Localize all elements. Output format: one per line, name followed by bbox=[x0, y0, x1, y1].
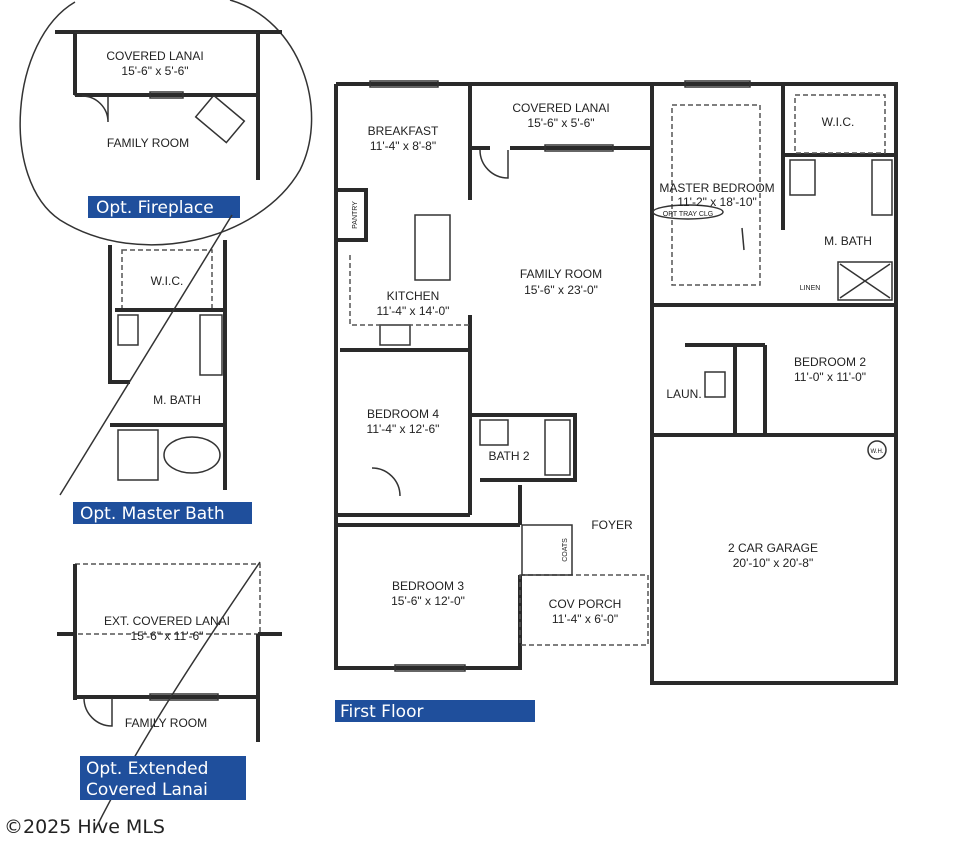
inset-wic-label: W.I.C. bbox=[151, 274, 184, 288]
cov-porch-outline bbox=[519, 574, 649, 646]
room-labels: BREAKFAST 11'-4" x 8'-8" COVERED LANAI 1… bbox=[352, 101, 884, 626]
family-room-label: FAMILY ROOM bbox=[520, 267, 602, 281]
ext-lanai-title-2: Covered Lanai bbox=[86, 780, 208, 800]
master-bath-title: Opt. Master Bath bbox=[80, 504, 225, 524]
cov-porch-dim: 11'-4" x 6'-0" bbox=[552, 612, 618, 626]
watermark: ©2025 Hive MLS bbox=[4, 816, 165, 838]
lanai-label: COVERED LANAI bbox=[512, 101, 609, 115]
coats-label: COATS bbox=[562, 538, 569, 562]
garage-dim: 20'-10" x 20'-8" bbox=[733, 556, 813, 570]
bedroom2-dim: 11'-0" x 11'-0" bbox=[794, 370, 866, 384]
master-bedroom-label: MASTER BEDROOM bbox=[659, 181, 774, 195]
fireplace-inset: COVERED LANAI 15'-6" x 5'-6" FAMILY ROOM… bbox=[19, 0, 313, 246]
family-room-dim: 15'-6" x 23'-0" bbox=[524, 283, 598, 297]
garage-label: 2 CAR GARAGE bbox=[728, 541, 818, 555]
ext-lanai-title-1: Opt. Extended bbox=[86, 759, 208, 779]
first-floor-title: First Floor bbox=[340, 702, 423, 722]
ext-lanai-inset: EXT. COVERED LANAI 15'-6" x 11'-6" FAMIL… bbox=[57, 561, 282, 831]
inset-ext-lanai-label: EXT. COVERED LANAI bbox=[104, 614, 230, 628]
pantry-label: PANTRY bbox=[352, 201, 359, 229]
bedroom4-label: BEDROOM 4 bbox=[367, 407, 439, 421]
fireplace-icon bbox=[194, 94, 246, 144]
water-heater-label: W.H. bbox=[871, 449, 884, 455]
fireplace-title: Opt. Fireplace bbox=[96, 198, 214, 218]
master-bedroom-dim: 11'-2" x 18'-10" bbox=[677, 195, 757, 209]
m-bath-label: M. BATH bbox=[824, 234, 872, 248]
inset-ext-lanai-dim: 15'-6" x 11'-6" bbox=[131, 629, 204, 643]
bedroom3-dim: 15'-6" x 12'-0" bbox=[391, 594, 465, 608]
kitchen-label: KITCHEN bbox=[387, 289, 440, 303]
inset-lanai-label: COVERED LANAI bbox=[106, 49, 203, 63]
main-plan bbox=[334, 80, 898, 685]
bedroom4-dim: 11'-4" x 12'-6" bbox=[367, 422, 440, 436]
inset-bath-label: M. BATH bbox=[153, 393, 201, 407]
first-floor-badge bbox=[335, 700, 535, 722]
laundry-label: LAUN. bbox=[666, 387, 701, 401]
inset-room-label: FAMILY ROOM bbox=[107, 136, 189, 150]
master-bath-inset: W.I.C. M. BATH Opt. Master Bath bbox=[59, 214, 252, 524]
bedroom2-label: BEDROOM 2 bbox=[794, 355, 866, 369]
lanai-dim: 15'-6" x 5'-6" bbox=[527, 116, 594, 130]
bedroom3-label: BEDROOM 3 bbox=[392, 579, 464, 593]
breakfast-label: BREAKFAST bbox=[368, 124, 439, 138]
bath2-label: BATH 2 bbox=[488, 449, 529, 463]
kitchen-dim: 11'-4" x 14'-0" bbox=[377, 304, 450, 318]
wic-label: W.I.C. bbox=[822, 115, 855, 129]
linen-label: LINEN bbox=[800, 285, 821, 292]
tray-ceiling-note: OPT TRAY CLG bbox=[663, 211, 713, 218]
inset-lanai-dim: 15'-6" x 5'-6" bbox=[121, 64, 188, 78]
foyer-label: FOYER bbox=[591, 518, 633, 532]
cov-porch-label: COV PORCH bbox=[549, 597, 622, 611]
breakfast-dim: 11'-4" x 8'-8" bbox=[370, 139, 436, 153]
inset-ext-room-label: FAMILY ROOM bbox=[125, 716, 207, 730]
